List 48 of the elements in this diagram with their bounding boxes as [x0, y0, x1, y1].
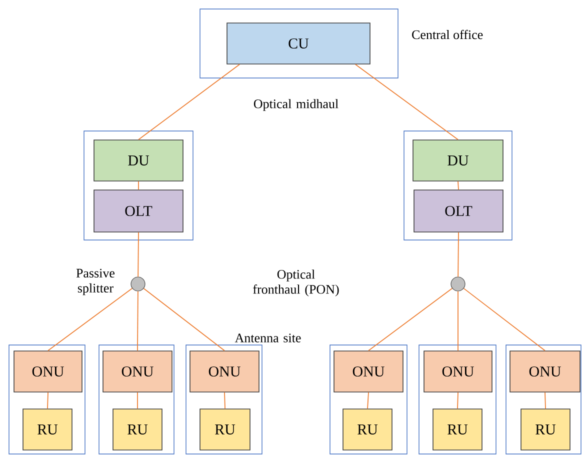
connector-line: [458, 180, 459, 190]
connector-line: [224, 392, 226, 410]
unit-box: RU: [432, 408, 482, 450]
site-box: [418, 344, 496, 454]
connector-line: [367, 392, 369, 410]
unit-box: ONU: [14, 350, 82, 392]
site-box: [330, 344, 408, 454]
unit-box: OLT: [414, 190, 504, 232]
unit-box: RU: [342, 408, 392, 450]
connector-line: [137, 392, 138, 410]
unit-box: ONU: [190, 350, 260, 392]
unit-box: CU: [226, 22, 370, 64]
connector-line: [138, 180, 139, 190]
section-label: Optical midhaul: [254, 99, 338, 111]
unit-box: ONU: [510, 350, 580, 392]
unit-box: RU: [200, 408, 250, 450]
unit-box: DU: [94, 140, 184, 182]
connector-line: [458, 232, 459, 278]
connector-line: [354, 64, 458, 140]
unit-box: ONU: [102, 350, 172, 392]
connector-line: [138, 232, 139, 278]
connector-line: [368, 288, 453, 352]
connector-line: [143, 288, 225, 352]
connector-line: [138, 64, 240, 140]
connector-line: [544, 392, 546, 410]
unit-box: ONU: [334, 350, 404, 392]
site-box: [404, 130, 512, 240]
splitter-circle: [450, 276, 466, 292]
unit-box: ONU: [424, 350, 492, 392]
connector-line: [457, 392, 458, 410]
site-box: [98, 344, 174, 454]
site-box: [186, 344, 262, 454]
unit-box: RU: [22, 408, 72, 450]
connector-line: [463, 288, 546, 352]
site-heading: Central office: [412, 30, 483, 40]
unit-box: RU: [112, 408, 162, 450]
section-label: Antenna site: [234, 334, 301, 342]
unit-box: RU: [520, 408, 570, 450]
site-box: [8, 344, 86, 454]
connector-line: [47, 392, 48, 410]
splitter-label: Passive splitter: [76, 268, 115, 296]
site-box: [84, 130, 194, 240]
unit-box: OLT: [94, 190, 184, 232]
section-label: Optical fronthaul (PON): [253, 270, 339, 296]
connector-line: [48, 288, 133, 352]
unit-box: DU: [412, 140, 504, 182]
site-box: [506, 344, 582, 454]
connector-line: [137, 290, 138, 352]
